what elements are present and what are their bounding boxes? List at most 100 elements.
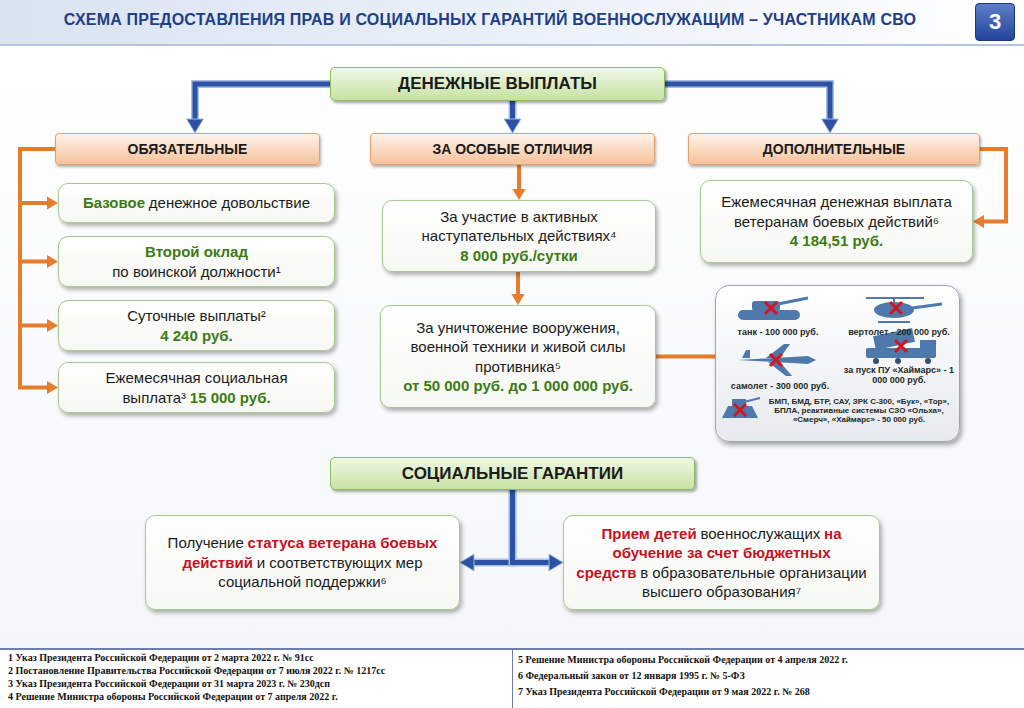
price-label: самолет - 300 000 руб. bbox=[722, 382, 838, 392]
box-text: 4 240 руб. bbox=[127, 326, 266, 346]
connector bbox=[512, 165, 525, 200]
footnote: 4 Решение Министра обороны Российской Фе… bbox=[8, 691, 338, 702]
arrow-head bbox=[47, 196, 58, 209]
box-text: ЗА ОСОБЫЕ ОТЛИЧИЯ bbox=[432, 141, 592, 157]
payment-box: Второй окладпо воинской должности¹ bbox=[58, 236, 335, 287]
connector-line bbox=[665, 84, 830, 121]
connector-line bbox=[980, 149, 1006, 222]
launcher-icon bbox=[873, 358, 879, 364]
cross-mark bbox=[734, 404, 746, 416]
footnote: 5 Решение Министра обороны Российской Фе… bbox=[518, 654, 848, 665]
diagram-title: СХЕМА ПРЕДОСТАВЛЕНИЯ ПРАВ И СОЦИАЛЬНЫХ Г… bbox=[20, 11, 960, 29]
text-group: ЗА ОСОБЫЕ ОТЛИЧИЯ bbox=[432, 141, 592, 157]
cross-mark bbox=[770, 354, 782, 366]
guarantee-box: Прием детейвоеннослужащихна обучение за … bbox=[563, 515, 880, 610]
footnote: 1 Указ Президента Российской Федерации о… bbox=[8, 652, 314, 663]
arrow-head bbox=[549, 554, 563, 571]
payment-box: Суточные выплаты²4 240 руб. bbox=[58, 300, 335, 351]
header-box: ДЕНЕЖНЫЕ ВЫПЛАТЫ bbox=[330, 67, 665, 101]
text-group: СОЦИАЛЬНЫЕ ГАРАНТИИ bbox=[402, 464, 623, 484]
connector-glow bbox=[195, 84, 330, 121]
connector bbox=[511, 272, 524, 305]
arrow-head bbox=[47, 255, 58, 268]
connector-line bbox=[20, 149, 55, 326]
connector-glow bbox=[665, 84, 830, 121]
footnote: 2 Постановление Правительства Российской… bbox=[8, 665, 385, 676]
bmp-icon bbox=[744, 398, 760, 402]
box-text: ДЕНЕЖНЫЕ ВЫПЛАТЫ bbox=[398, 74, 597, 94]
connector-line bbox=[20, 149, 55, 262]
connector bbox=[656, 356, 715, 357]
connector bbox=[20, 149, 58, 210]
category-box: ЗА ОСОБЫЕ ОТЛИЧИЯ bbox=[370, 133, 655, 165]
connector-glow bbox=[513, 490, 552, 563]
arrow-head bbox=[973, 215, 984, 228]
guarantee-box: Получениестатуса ветерана боевых действи… bbox=[145, 515, 460, 610]
arrow-head bbox=[511, 294, 524, 305]
connector-line bbox=[656, 355, 715, 359]
text-group: ДЕНЕЖНЫЕ ВЫПЛАТЫ bbox=[398, 74, 597, 94]
footnote: 6 Федеральный закон от 12 января 1995 г.… bbox=[518, 670, 745, 681]
helicopter-icon bbox=[893, 298, 895, 303]
page-number: 3 bbox=[975, 3, 1015, 41]
arrow-head bbox=[460, 554, 474, 571]
text-group: Ежемесячная социальная выплата³15 000 ру… bbox=[71, 368, 322, 407]
connector-line bbox=[510, 101, 515, 121]
payment-box: За участие в активных наступательных дей… bbox=[382, 200, 656, 272]
text-group: Ежемесячная денежная выплата ветеранам б… bbox=[713, 192, 960, 251]
cross-mark bbox=[895, 340, 907, 352]
box-text: денежное довольствие bbox=[149, 194, 310, 211]
box-text: Базовое bbox=[83, 194, 145, 211]
price-label: танк - 100 000 руб. bbox=[722, 328, 834, 338]
helicopter-icon bbox=[874, 302, 914, 318]
connector-glow bbox=[472, 490, 513, 563]
connector-line bbox=[513, 490, 552, 563]
text-group: ОБЯЗАТЕЛЬНЫЕ bbox=[128, 141, 248, 157]
price-label: за пуск ПУ «Хаймарс» - 1 000 000 руб. bbox=[842, 366, 956, 386]
header-box: СОЦИАЛЬНЫЕ ГАРАНТИИ bbox=[330, 457, 695, 490]
category-box: ОБЯЗАТЕЛЬНЫЕ bbox=[55, 133, 320, 165]
box-text: Ежемесячная денежная выплата ветеранам б… bbox=[713, 192, 960, 231]
payment-box: Ежемесячная денежная выплата ветеранам б… bbox=[700, 180, 973, 263]
text-group: Суточные выплаты²4 240 руб. bbox=[127, 306, 266, 345]
launcher-icon bbox=[895, 358, 901, 364]
plane-icon bbox=[738, 344, 816, 376]
box-text: от 50 000 руб. до 1 000 000 руб. bbox=[393, 376, 643, 396]
launcher-icon bbox=[920, 340, 936, 350]
connector-line bbox=[20, 149, 55, 203]
connector bbox=[187, 84, 330, 133]
text-group: ДОПОЛНИТЕЛЬНЫЕ bbox=[763, 141, 905, 157]
box-text: 4 184,51 руб. bbox=[713, 231, 960, 251]
text-group: Базовоеденежное довольствие bbox=[83, 193, 310, 213]
price-label: БМП, БМД, БТР, САУ, ЗРК С-300, «Бук», «Т… bbox=[762, 398, 956, 424]
text-group: Прием детейвоеннослужащихна обучение за … bbox=[576, 524, 867, 602]
connector bbox=[460, 490, 513, 571]
text-group: За уничтожение вооружения, военной техни… bbox=[393, 318, 643, 396]
connector-line bbox=[20, 149, 55, 388]
target-price-panel: танк - 100 000 руб.вертолет - 200 000 ру… bbox=[715, 285, 960, 442]
payment-box: Ежемесячная социальная выплата³15 000 ру… bbox=[58, 362, 335, 413]
connector-line bbox=[517, 165, 521, 191]
box-text: Второй оклад bbox=[112, 242, 280, 262]
box-text: 15 000 руб. bbox=[190, 389, 271, 406]
box-text: СОЦИАЛЬНЫЕ ГАРАНТИИ bbox=[402, 464, 623, 484]
box-text: ОБЯЗАТЕЛЬНЫЕ bbox=[128, 141, 248, 157]
box-text: За участие в активных наступательных дей… bbox=[395, 207, 643, 246]
arrow-head bbox=[822, 119, 839, 133]
text-group: Получениестатуса ветерана боевых действи… bbox=[158, 533, 447, 592]
box-text: Получение bbox=[168, 534, 244, 551]
arrow-head bbox=[187, 119, 204, 133]
connector bbox=[20, 149, 58, 332]
connector bbox=[20, 149, 58, 394]
connector-line bbox=[516, 272, 520, 296]
box-text: Прием детей bbox=[602, 525, 697, 542]
box-text: Суточные выплаты² bbox=[127, 306, 266, 326]
helicopter-icon bbox=[878, 321, 910, 323]
payment-box: За уничтожение вооружения, военной техни… bbox=[380, 305, 656, 408]
box-text: ДОПОЛНИТЕЛЬНЫЕ bbox=[763, 141, 905, 157]
footnote: 3 Указ Президента Российской Федерации о… bbox=[8, 678, 330, 689]
box-text: 3 bbox=[989, 9, 1001, 35]
connector bbox=[513, 490, 564, 571]
arrow-head bbox=[504, 119, 521, 133]
arrow-head bbox=[47, 381, 58, 394]
